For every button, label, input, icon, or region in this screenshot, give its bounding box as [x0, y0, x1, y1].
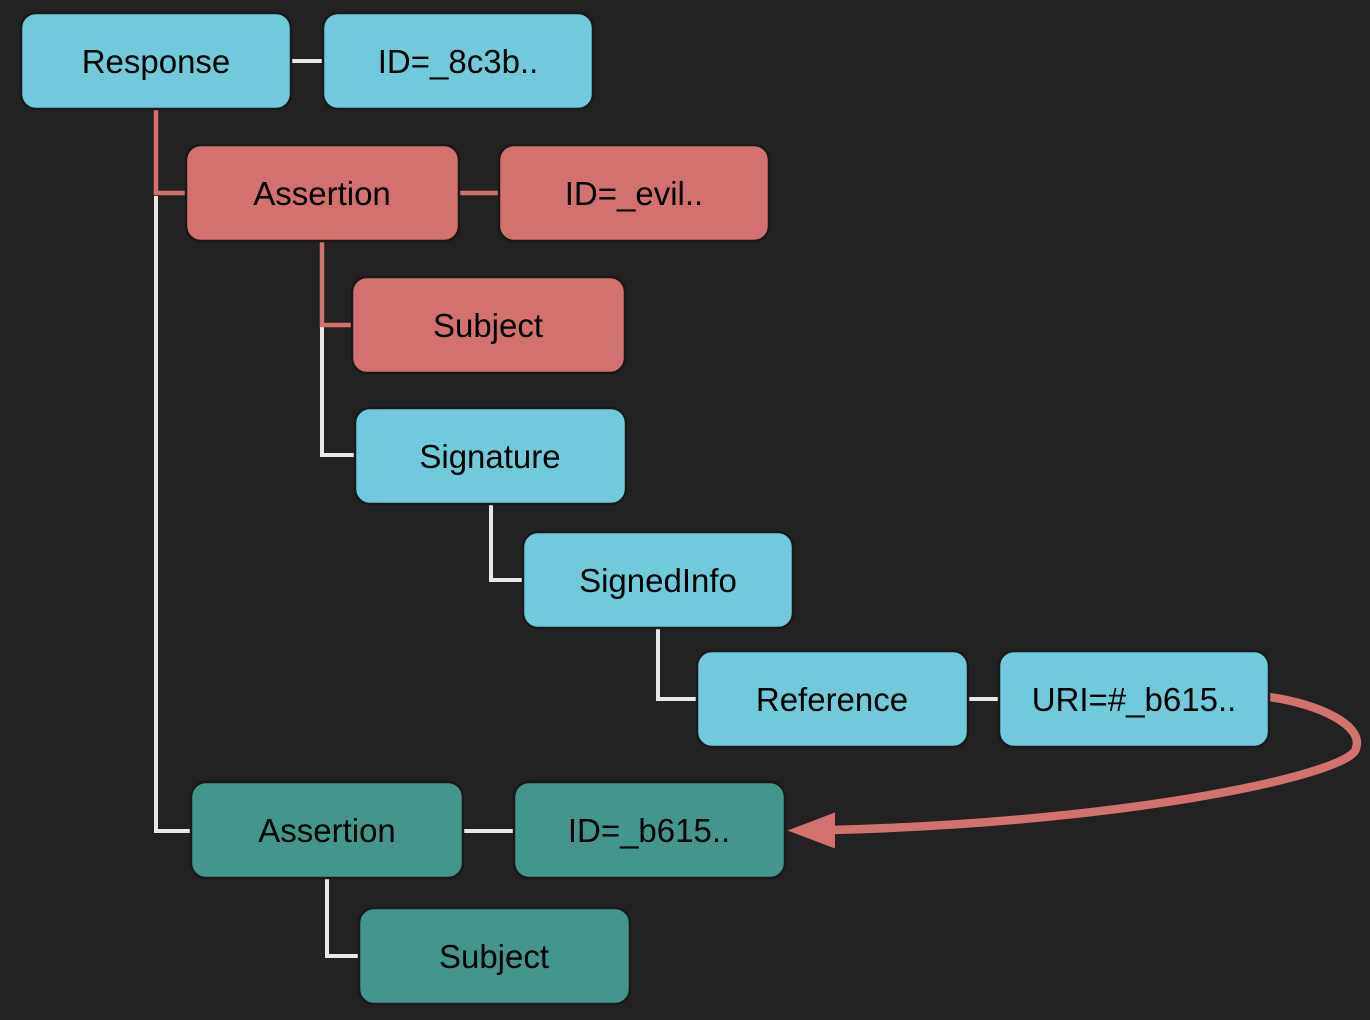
svg-text:ID=_b615..: ID=_b615.. [568, 812, 730, 849]
svg-text:Subject: Subject [433, 307, 543, 344]
svg-text:Reference: Reference [756, 681, 908, 718]
svg-text:ID=_evil..: ID=_evil.. [565, 175, 703, 212]
svg-text:URI=#_b615..: URI=#_b615.. [1032, 681, 1237, 718]
svg-text:Subject: Subject [439, 938, 549, 975]
svg-text:Assertion: Assertion [253, 175, 391, 212]
svg-text:SignedInfo: SignedInfo [579, 562, 737, 599]
svg-text:ID=_8c3b..: ID=_8c3b.. [378, 43, 539, 80]
svg-text:Assertion: Assertion [258, 812, 396, 849]
svg-text:Signature: Signature [419, 438, 560, 475]
svg-text:Response: Response [82, 43, 231, 80]
